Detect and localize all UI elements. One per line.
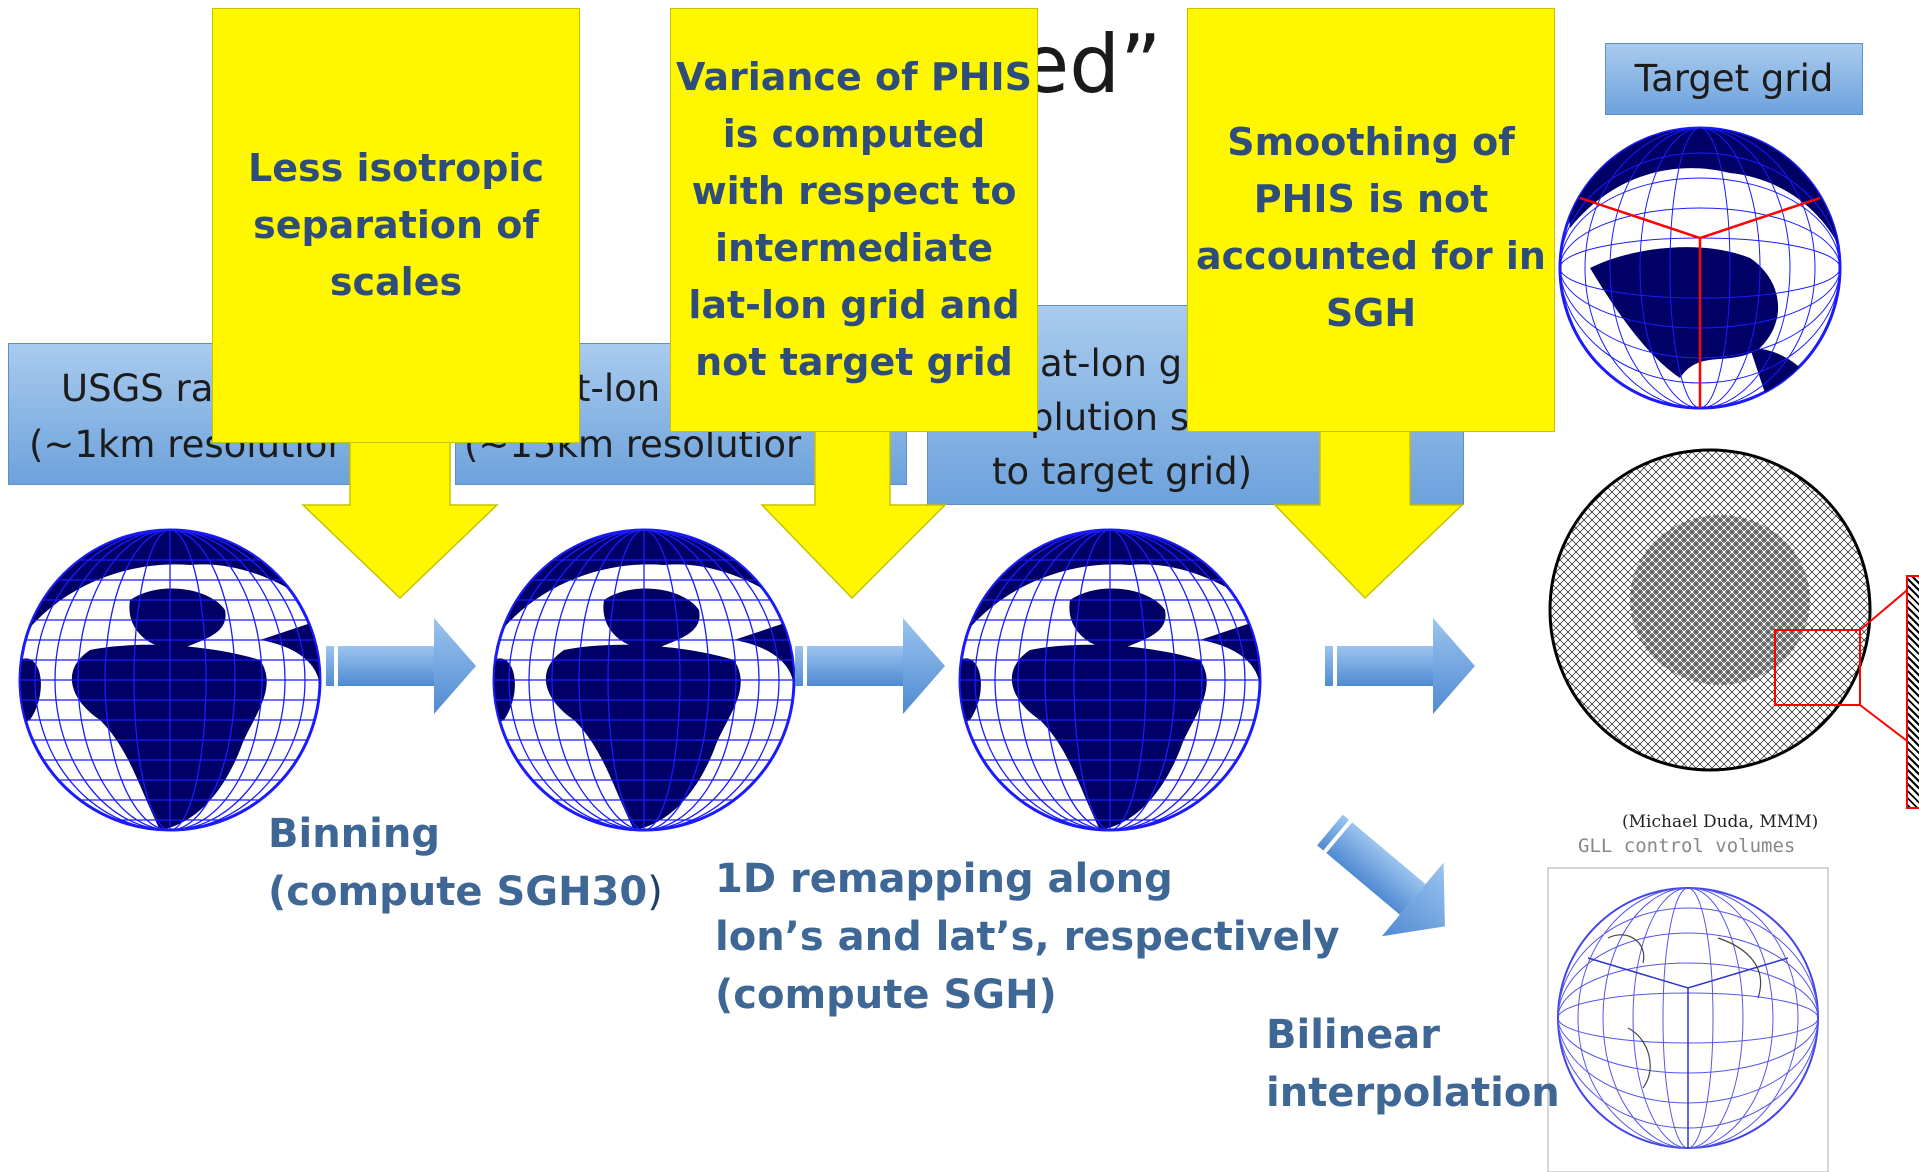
remap-line2: lon’s and lat’s, respectively: [715, 914, 1340, 960]
latlon-box-line1: t-lon: [576, 367, 661, 410]
isotropic-line1: Less isotropic: [248, 146, 544, 190]
variance-line3: with respect to: [691, 169, 1017, 213]
binning-line2-bold: (compute SGH30: [268, 869, 648, 915]
bilinear-label: Bilinear interpolation: [1266, 1006, 1560, 1122]
globe-icon-intermediate: [484, 520, 804, 840]
variance-line5: lat-lon grid and: [688, 283, 1020, 327]
binning-line1: Binning: [268, 811, 440, 857]
zoom-inset: [1906, 575, 1919, 809]
isotropic-line2: separation of: [253, 203, 539, 247]
isotropic-callout: Less isotropic separation of scales: [212, 8, 580, 443]
latlon-target-line1: at-lon g: [1040, 342, 1183, 385]
gll-sphere-icon: [1547, 867, 1829, 1172]
variance-line6: not target grid: [695, 340, 1013, 384]
usgs-box-line1: USGS ra: [61, 367, 214, 410]
smoothing-line1: Smoothing of: [1227, 120, 1515, 164]
latlon-target-line2: plution s: [1030, 396, 1190, 439]
globe-icon-latlon: [950, 520, 1270, 840]
arrow-right-icon-1: [326, 618, 476, 714]
variance-callout-pointer: [760, 429, 947, 600]
cubed-sphere-icon: [1558, 126, 1842, 410]
remap-line3: (compute SGH): [715, 972, 1057, 1018]
isotropic-line3: scales: [329, 260, 463, 304]
bilinear-line2: interpolation: [1266, 1070, 1560, 1116]
smoothing-callout-pointer: [1273, 424, 1464, 600]
arrow-diagonal-icon: [1299, 793, 1476, 964]
globe-icon-raw: [10, 520, 330, 840]
smoothing-line4: SGH: [1325, 291, 1417, 335]
remap-line1: 1D remapping along: [715, 856, 1173, 902]
arrow-right-icon-2: [795, 618, 945, 714]
arrow-right-icon-3: [1325, 618, 1475, 714]
target-grid-box: Target grid: [1605, 43, 1863, 115]
binning-line2-paren: ): [647, 869, 663, 915]
latlon-target-line3: to target grid): [992, 450, 1253, 493]
gll-label: GLL control volumes: [1578, 835, 1796, 857]
title-fragment-right: ed”: [1020, 18, 1162, 111]
smoothing-line2: PHIS is not: [1253, 177, 1489, 221]
binning-label: Binning (compute SGH30): [268, 805, 663, 921]
smoothing-callout: Smoothing of PHIS is not accounted for i…: [1187, 8, 1555, 432]
variance-callout: Variance of PHIS is computed with respec…: [670, 8, 1038, 432]
binning-line2: (compute SGH30): [268, 863, 663, 921]
bilinear-line1: Bilinear: [1266, 1012, 1440, 1058]
target-grid-label: Target grid: [1634, 57, 1834, 100]
credit-duda: (Michael Duda, MMM): [1622, 812, 1819, 832]
mesh-sphere-icon: [1548, 448, 1919, 772]
variance-line1: Variance of PHIS: [676, 55, 1032, 99]
isotropic-callout-pointer: [301, 439, 499, 600]
variance-line2: is computed: [722, 112, 986, 156]
variance-line4: intermediate: [715, 226, 993, 270]
remap-label: 1D remapping along lon’s and lat’s, resp…: [715, 850, 1340, 1024]
smoothing-line3: accounted for in: [1196, 234, 1546, 278]
